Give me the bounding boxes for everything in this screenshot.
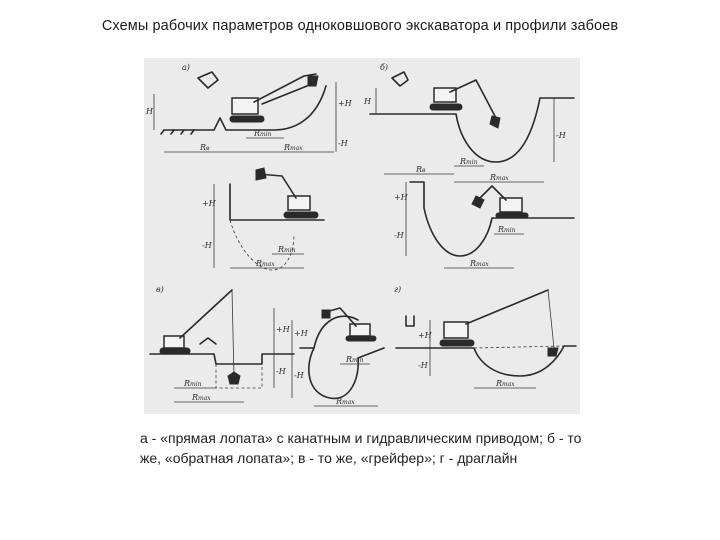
panel-letter-b: б) [380,63,388,72]
panel-a2-hminus-label: -H [202,241,213,250]
panel-b-ground [369,97,575,163]
panel-a2-tracks [283,211,319,219]
panel-b-hminus-label: -H [556,131,567,140]
panel-b2-hminus-label: -H [394,231,405,240]
panel-g-bucket [547,347,559,357]
panel-a2-hydraulic-shovel: +H -H Rmin Rmax [202,167,325,271]
panel-b2-cab [499,197,523,213]
panel-v2-upper-arc [313,315,359,349]
panel-b-bucket-detail [391,71,409,87]
panel-a-rv-label: Rв [199,143,210,152]
panel-a2-cab [287,195,311,211]
panel-v2-pit [299,347,385,400]
panel-v2-hplus-label: +H [294,329,309,338]
panel-v-boom [179,289,233,339]
panel-b-tracks [429,103,463,111]
panel-v-rmax-label: Rmax [191,393,211,402]
panel-v-cable [231,289,235,379]
panel-a-hplus-label: +H [338,99,353,108]
panel-v-grab-bucket [227,371,241,385]
panel-b2-ground [409,181,575,257]
panel-g-cable [547,289,555,349]
figure-caption: а - «прямая лопата» с канатным и гидравл… [140,430,582,466]
panel-b2-rmin-label: Rmin [497,225,516,234]
panel-v2-cab [349,323,371,337]
panel-b2-hydraulic-backhoe: +H -H Rmin Rmax [394,181,575,269]
panel-letter-g: г) [394,285,401,294]
panel-a2-boom [257,173,297,199]
panel-a-cab [231,97,259,115]
panel-v-hminus-label: -H [276,367,287,376]
panel-b-backhoe: б) H -H Rв Rmin Rmax [363,63,575,183]
panel-b2-rmax-label: Rmax [469,259,489,268]
panel-v-grab-detail [199,337,217,345]
panel-g-hminus-label: -H [418,361,429,370]
panel-b2-hplus-label: +H [394,193,409,202]
panel-letter-v: в) [156,285,164,294]
panel-v2-tracks [345,335,377,342]
panel-a-hatch [160,129,195,135]
excavator-diagram: а) H +H -H Rmin Rв Rmax б) H [145,63,577,407]
panel-a-h-label: H [145,107,154,116]
panel-a-rmax-label: Rmax [283,143,303,152]
panel-b2-bucket [471,195,485,209]
panel-g-surface-line [473,345,565,349]
panel-v-rmin-label: Rmin [183,379,202,388]
panel-g-cab [443,321,469,339]
panel-v2-rmax-label: Rmax [335,397,355,406]
slide-title: Схемы рабочих параметров одноковшового э… [101,18,619,34]
panel-a2-bucket [255,167,267,181]
panel-g-bucket-detail [405,315,415,327]
panel-letter-a: а) [182,63,190,72]
panel-a-bucket-detail [197,71,219,89]
panel-g-dragline: г) +H -H Rmax [394,285,577,389]
panel-v-tracks [159,347,191,355]
panel-a2-rmax-label: Rmax [255,259,275,268]
panel-a-rmin-label: Rmin [253,129,272,138]
panel-g-hplus-label: +H [418,331,433,340]
panel-b-boom [449,79,497,119]
panel-v2-boom [325,307,357,327]
panel-v2-bucket [321,309,331,319]
panel-b-rmin-label: Rmin [459,157,478,166]
panel-a-bucket [307,75,319,87]
panel-b-bucket [489,115,501,129]
panel-b2-tracks [495,212,529,219]
panel-v2-hminus-label: -H [294,371,305,380]
panel-g-rmax-label: Rmax [495,379,515,388]
panel-a-boom [253,73,317,103]
panel-g-ground [395,345,577,377]
panel-a-stick [261,83,313,105]
panel-a2-hplus-label: +H [202,199,217,208]
panel-a-ground [163,85,327,131]
panel-a2-rmin-label: Rmin [277,245,296,254]
panel-b2-boom [479,185,507,201]
panel-v2-hydraulic-grab: +H -H Rmin Rmax [291,307,385,407]
panel-v2-rmin-label: Rmin [345,355,364,364]
panel-a-hminus-label: -H [338,139,349,148]
panel-g-tracks [439,339,475,347]
panel-v-ground [149,353,295,365]
panel-a-tracks [229,115,265,123]
panel-a2-dig-path [229,219,295,271]
excavator-diagram-figure: а) H +H -H Rmin Rв Rmax б) H [144,58,580,414]
panel-v-hplus-label: +H [276,325,291,334]
panel-g-boom [465,289,549,325]
panel-b-rv-label: Rв [415,165,426,174]
panel-b-rmax-label: Rmax [489,173,509,182]
panel-b-h-label: H [363,97,372,106]
panel-v-grab: в) +H -H Rmin Rmax [149,285,295,403]
panel-v-pit [215,364,263,389]
panel-a-front-shovel: а) H +H -H Rmin Rв Rmax [145,63,353,153]
